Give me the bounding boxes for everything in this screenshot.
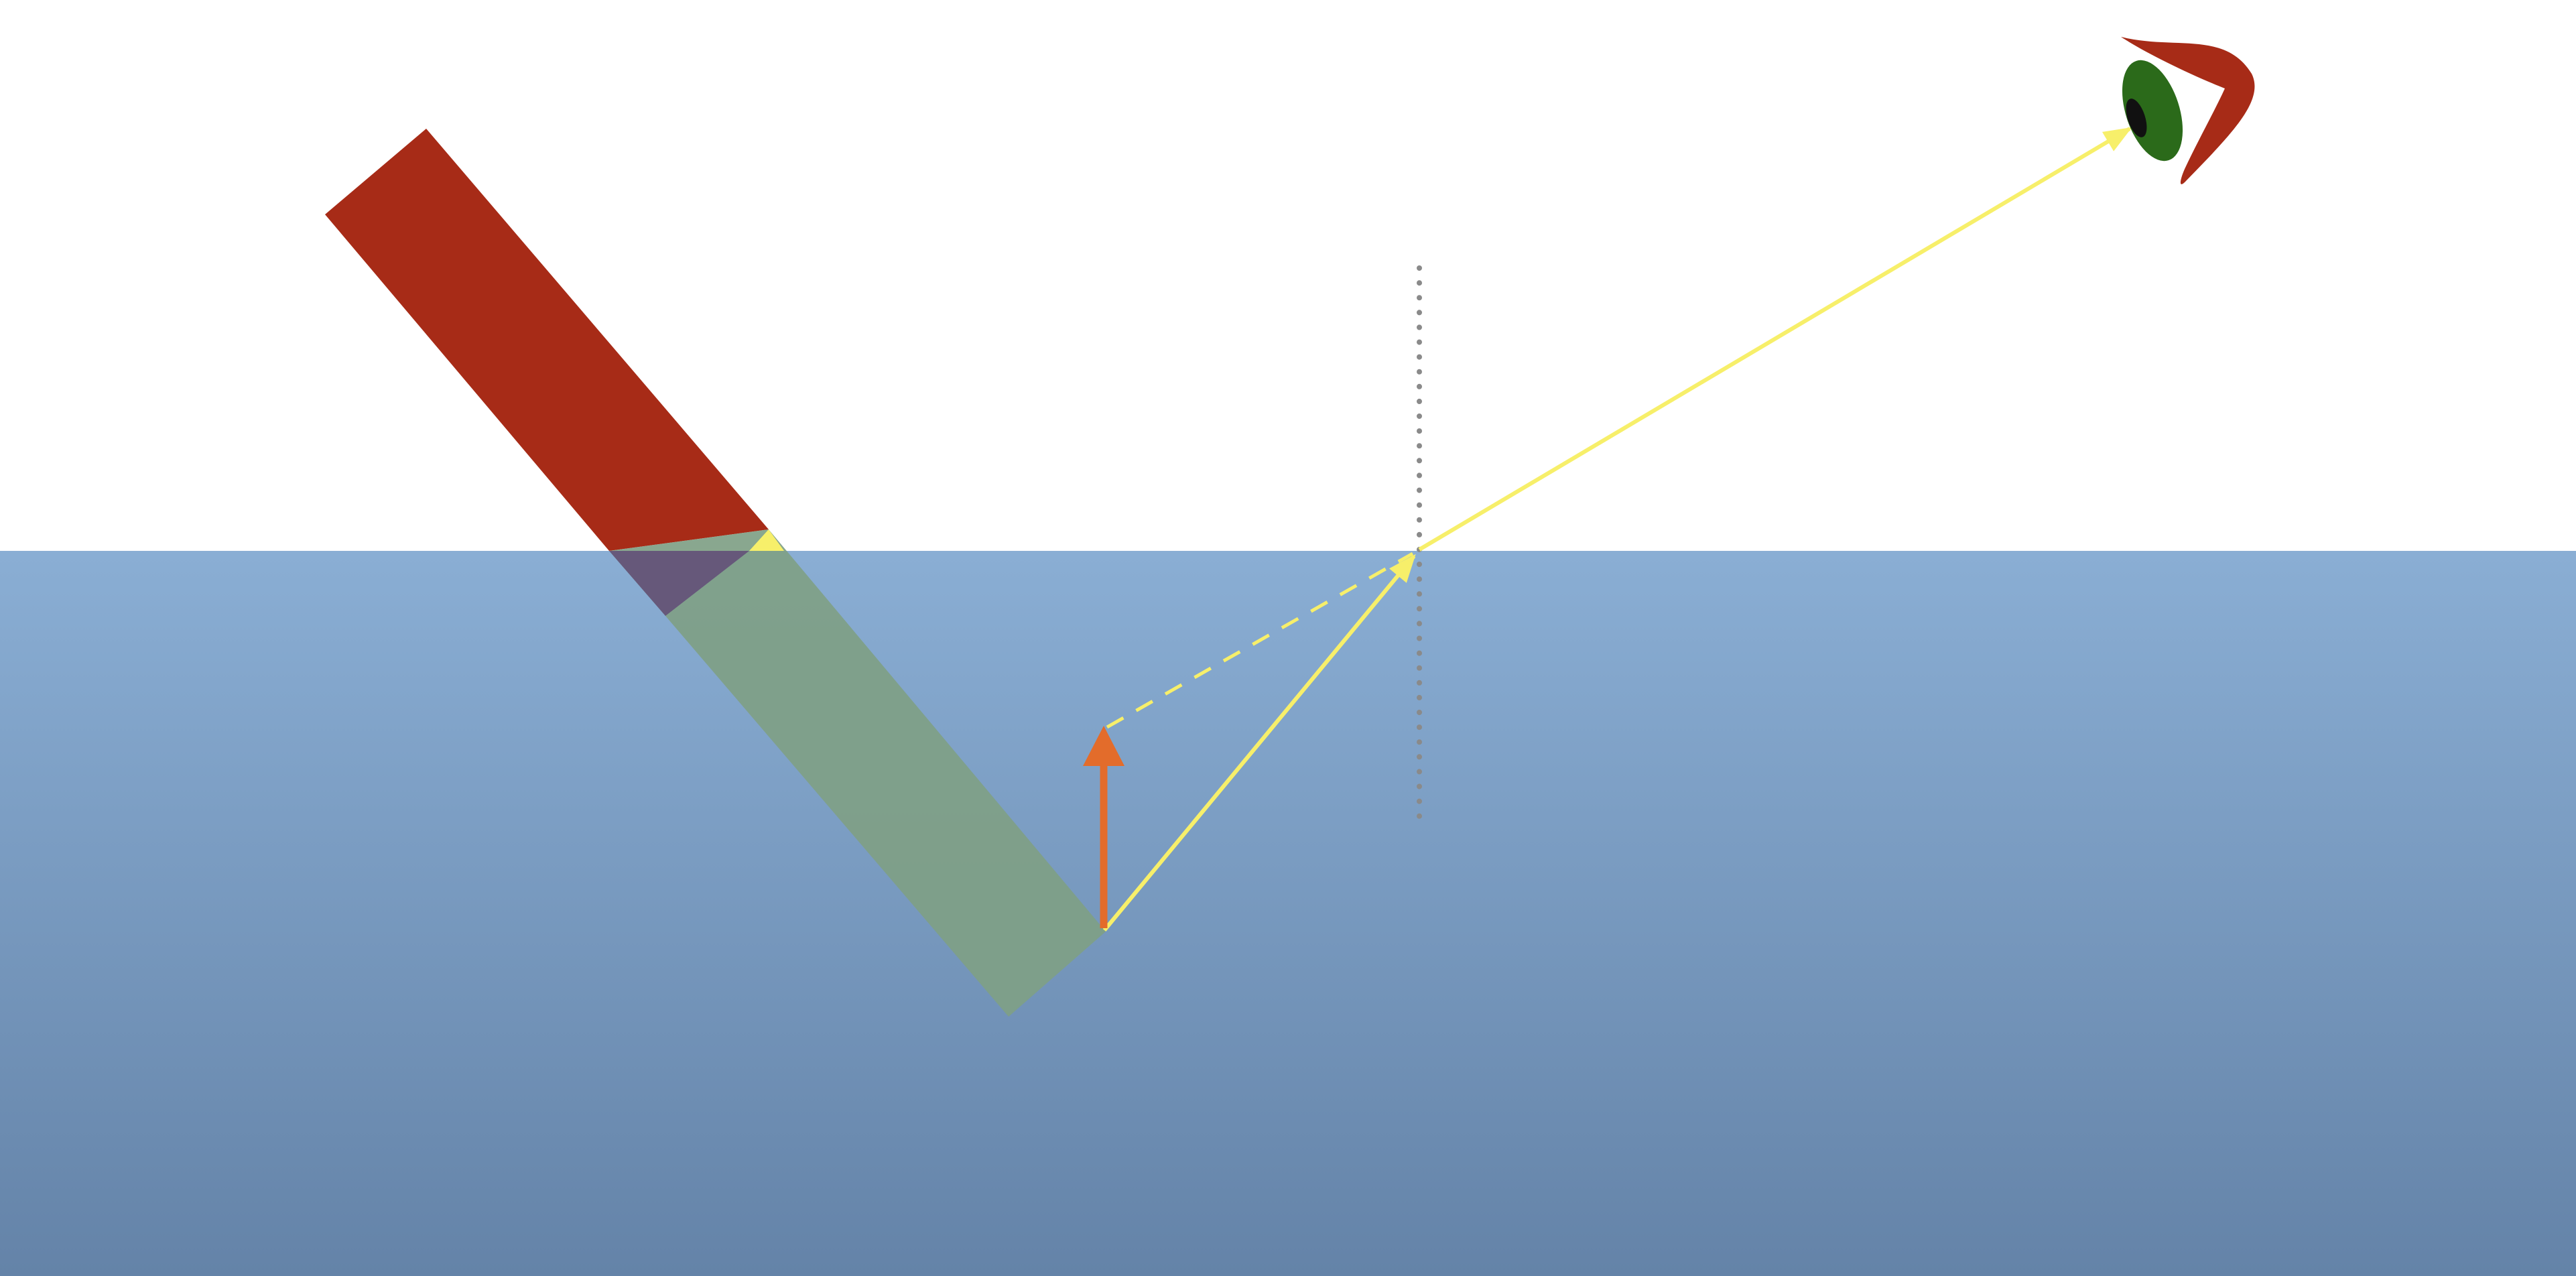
light-ray-air [1418,127,2132,552]
eye-pupil [2126,99,2147,137]
waterline-highlight [749,529,784,551]
apparent-ray-extension [1106,552,1414,729]
apparent-image-arrow [1083,726,1124,928]
stick-submerged-part [609,529,1106,1017]
observer-eye-icon [2121,37,2255,184]
light-ray-underwater [1102,554,1416,932]
eye-iris [2122,60,2183,162]
apparent-arrow-head [1083,726,1124,766]
stick-waterline-overlap [609,551,749,616]
stick-above-water [325,129,769,551]
eye-outline [2121,37,2255,184]
water-region [0,551,2576,1276]
